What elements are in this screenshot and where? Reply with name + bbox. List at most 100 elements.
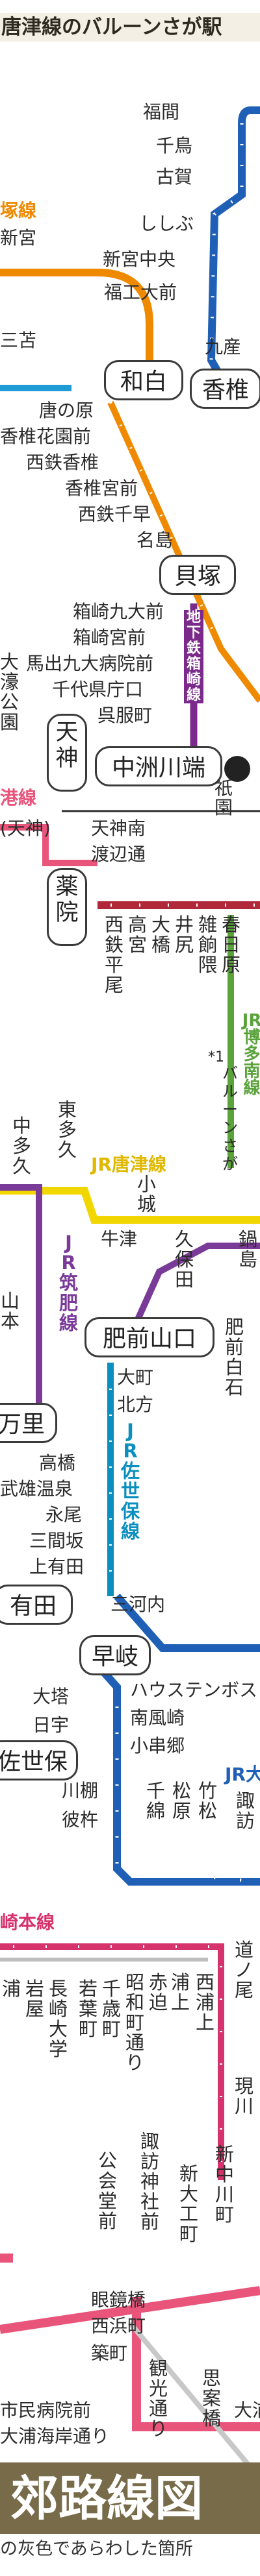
station-label: 高橋	[39, 1452, 76, 1474]
chikuhi-purple-2	[127, 1243, 260, 1339]
station-label: ハウステンボス	[130, 1679, 258, 1701]
station-label: 三間坂	[29, 1530, 84, 1551]
station-label: 諏訪	[235, 1790, 255, 1832]
nishitetsu-line-path	[107, 400, 260, 703]
station-label: 川棚	[62, 1780, 99, 1801]
station-label: 祇園	[214, 777, 233, 818]
node-sasebo: 佐世保	[0, 1740, 78, 1780]
kagoshima-line-path	[207, 106, 260, 385]
station-label: 肥前白石	[224, 1316, 244, 1398]
tenjin-paren-label: (天神)	[0, 818, 51, 839]
station-label: 久保田	[174, 1228, 194, 1291]
node-nakasu: 中洲川端	[95, 746, 222, 786]
node-wajiro: 和白	[104, 360, 183, 400]
station-label: 北方	[117, 1394, 154, 1415]
chikuhi-jr-label: JR筑肥線	[58, 1232, 78, 1334]
header-band	[0, 13, 260, 42]
header-title: 唐津線のバルーンさが駅	[1, 16, 222, 39]
station-label: ししぶ	[139, 213, 194, 234]
node-imari: 万里	[0, 1403, 57, 1443]
station-label: 牛津	[101, 1228, 138, 1250]
balloon-note-mark: *1	[208, 1049, 224, 1065]
omura-upper-path	[114, 1594, 260, 1652]
station-label: 現川	[234, 2075, 254, 2117]
station-label: 諏訪神社前	[140, 2130, 159, 2233]
station-label: 公会堂前	[98, 2150, 117, 2232]
node-kaizuka: 貝塚	[159, 555, 236, 595]
station-label: 浦	[1, 1978, 21, 2000]
station-label: 昭和町通り	[125, 1971, 144, 2074]
station-label: 市民病院前	[0, 2400, 92, 2421]
node-kashii: 香椎	[190, 369, 260, 409]
station-label: 南風崎	[130, 1707, 185, 1729]
station-label: 千代県庁口	[52, 679, 144, 700]
station-label: 西鉄香椎	[26, 452, 99, 473]
station-label: 日宇	[32, 1714, 70, 1736]
tram-line-path-4	[127, 2321, 260, 2481]
station-label: 西浦上	[195, 1971, 214, 2034]
station-label: 思案橋	[202, 2367, 221, 2429]
station-label: 彼杵	[62, 1809, 99, 1830]
chikuhi-line-label: 港線	[0, 787, 37, 808]
station-label: 浦上	[170, 1971, 190, 2013]
station-label: 新大工町	[179, 2163, 198, 2245]
station-label: 長崎大学	[48, 1978, 68, 2060]
node-hizen-yamaguchi: 肥前山口	[84, 1317, 214, 1357]
station-label: 山本	[0, 1290, 20, 1332]
station-label: 呉服町	[98, 705, 153, 726]
station-label: 渡辺通	[91, 844, 146, 865]
station-label: 三苫	[0, 330, 37, 351]
station-label: 千綿	[146, 1780, 165, 1822]
node-tenjin: 天神	[47, 714, 87, 792]
station-label: 古賀	[156, 166, 193, 188]
station-label: 赤迫	[148, 1971, 168, 2013]
station-label: 武雄温泉	[0, 1478, 73, 1500]
station-label: 千鳥	[156, 135, 193, 156]
node-haiki: 早岐	[79, 1635, 151, 1675]
omura-line-label: JR大	[225, 1764, 260, 1785]
station-label: 西鉄千早	[78, 504, 151, 525]
station-label: 西浜町	[91, 2315, 146, 2337]
nagasaki-main-path	[0, 1943, 224, 2180]
station-label: 唐の原	[39, 400, 94, 421]
header-bar: 唐津線のバルーンさが駅	[0, 0, 260, 53]
footer-caption: の灰色であらわした箇所	[0, 2539, 193, 2559]
station-label: 天神南	[91, 818, 146, 839]
tenjin-omuta-path	[0, 824, 98, 866]
node-yakuin: 薬院	[47, 868, 87, 946]
station-label: 小城	[136, 1173, 156, 1215]
station-label: 福間	[143, 101, 180, 123]
footer-title: 郊路線図	[10, 2471, 203, 2527]
station-label: 新中川町	[214, 2143, 234, 2226]
kashii-line-label: 塚線	[0, 200, 37, 221]
karatsu-line-label: JR唐津線	[91, 1154, 166, 1175]
station-label: 千歳町	[101, 1978, 121, 2040]
station-label: 新宮	[0, 227, 37, 249]
station-label: 上有田	[29, 1556, 84, 1577]
station-label: 東多久	[57, 1099, 77, 1161]
station-label: 雑餉隈	[198, 914, 217, 976]
footer-banner: 郊路線図	[0, 2462, 260, 2534]
station-label: 松原	[172, 1780, 191, 1822]
station-label: 鍋島	[238, 1228, 257, 1270]
node-arita: 有田	[0, 1585, 73, 1625]
transfer-marker	[224, 756, 250, 782]
omura-line-path	[88, 1655, 260, 1886]
station-label: 中多久	[12, 1115, 31, 1177]
sasebo-line-label: JR佐世保線	[120, 1420, 140, 1542]
station-label: 香椎宮前	[65, 478, 138, 499]
station-label: 大浦海岸通り	[0, 2425, 110, 2447]
balloon-note: バルーンさが	[222, 1064, 238, 1173]
station-label: 九産	[205, 336, 242, 358]
station-label: 香椎花園前	[0, 426, 92, 447]
station-label: 竹松	[198, 1780, 217, 1822]
station-label: 西鉄平尾	[104, 914, 124, 996]
tram-line-path	[0, 2286, 260, 2334]
kashii-line-path	[0, 269, 153, 383]
station-label: 観光通り	[148, 2357, 168, 2440]
station-label: 箱崎九大前	[73, 601, 164, 622]
station-label: 大橋	[151, 914, 170, 956]
station-label: 築町	[91, 2342, 128, 2364]
